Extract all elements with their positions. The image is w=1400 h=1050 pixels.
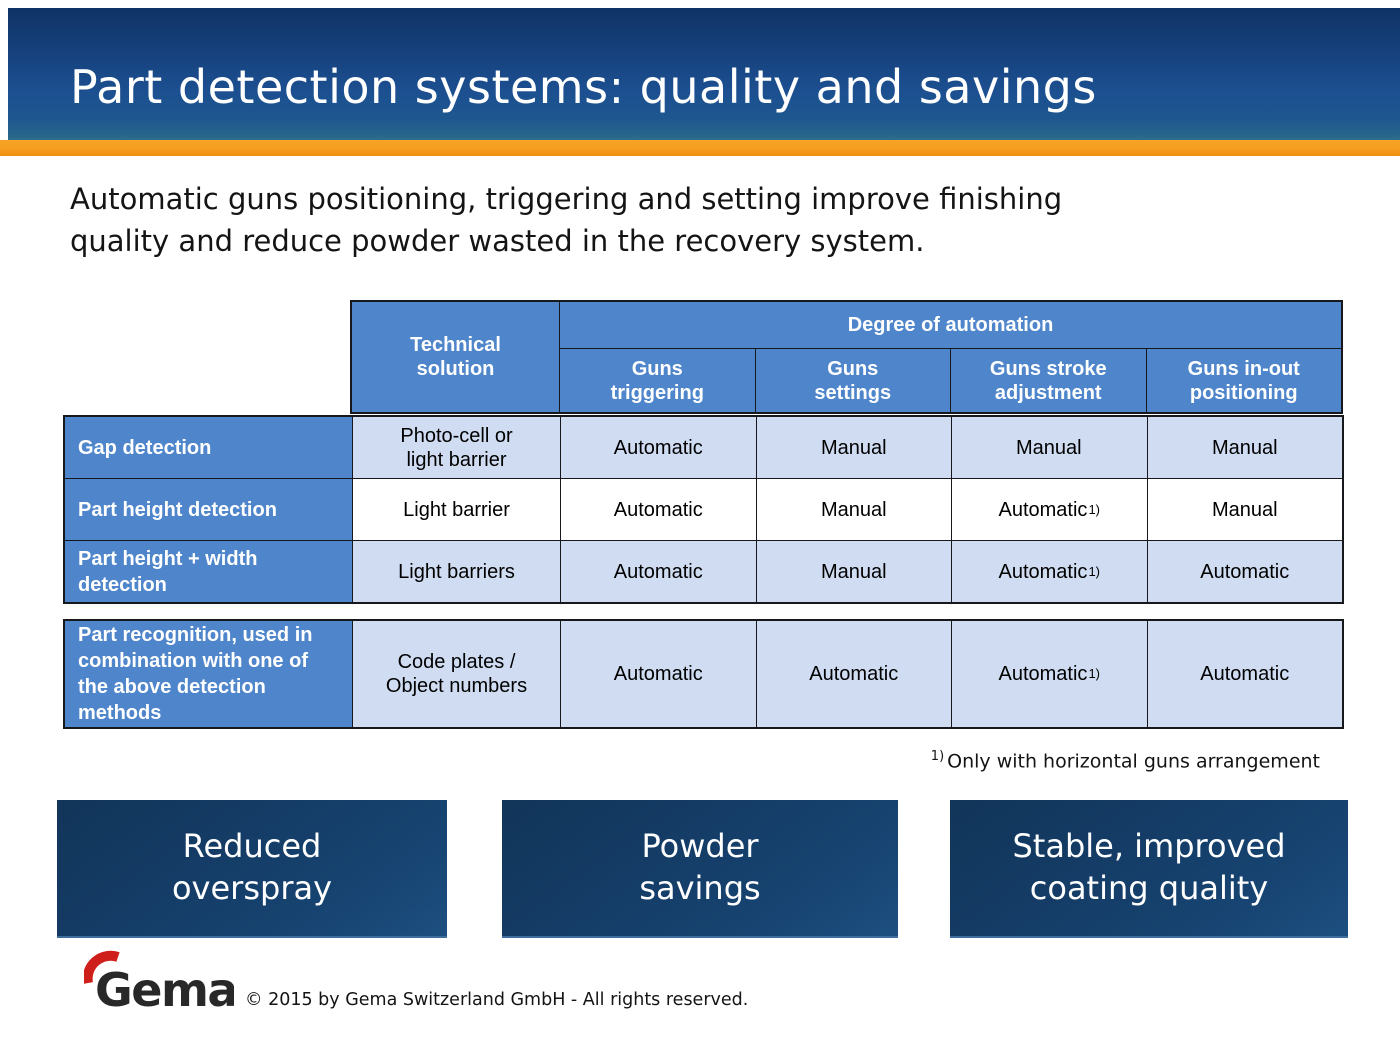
logo-text: Gema [95, 963, 234, 1014]
table-cell: Automatic [561, 541, 756, 602]
table-cell: Automatic [561, 417, 756, 478]
table-cell: Manual [1147, 479, 1342, 540]
footnote-marker: 1) [930, 749, 945, 764]
table-body: Gap detection Photo-cell or light barrie… [63, 415, 1344, 604]
table-header: Technical solution Degree of automation … [350, 300, 1343, 414]
cell-value: Automatic [998, 560, 1088, 583]
column-group-header-degree-of-automation: Degree of automation [560, 302, 1341, 348]
row-label-part-height-width-detection: Part height + width detection [65, 541, 352, 602]
column-header-guns-settings: Guns settings [755, 349, 950, 412]
table-cell: Automatic [561, 479, 756, 540]
column-header-technical-solution: Technical solution [352, 302, 559, 412]
orange-accent-bar [0, 140, 1400, 156]
intro-text: Automatic guns positioning, triggering a… [70, 182, 1063, 259]
table-cell: Light barrier [353, 479, 560, 540]
table-cell: Manual [756, 479, 951, 540]
benefit-box-coating-quality: Stable, improved coating quality [950, 800, 1348, 938]
header-band: Part detection systems: quality and savi… [8, 8, 1400, 140]
cell-value: Automatic [998, 663, 1088, 685]
table-cell: Manual [756, 541, 951, 602]
footnote-text: Only with horizontal guns arrangement [947, 750, 1320, 773]
table-cell: Automatic [1147, 621, 1342, 727]
table-cell: Automatic [756, 621, 951, 727]
row-label-part-recognition: Part recognition, used in combination wi… [65, 621, 352, 727]
copyright-text: © 2015 by Gema Switzerland GmbH - All ri… [245, 990, 749, 1010]
column-header-guns-stroke-adjustment: Guns stroke adjustment [951, 349, 1146, 412]
table-cell: Light barriers [353, 541, 560, 602]
cell-value: Manual [1015, 436, 1082, 459]
row-label-part-height-detection: Part height detection [65, 479, 352, 540]
cell-value: Automatic [998, 498, 1088, 521]
table-cell: Manual [1147, 417, 1342, 478]
table-cell: Automatic [1147, 541, 1342, 602]
table-cell: Automatic [561, 621, 756, 727]
table-cell: Manual [756, 417, 951, 478]
page-title: Part detection systems: quality and savi… [70, 60, 1097, 114]
benefit-box-reduced-overspray: Reduced overspray [57, 800, 447, 938]
table-row-part-recognition: Part recognition, used in combination wi… [63, 619, 1344, 729]
row-label-gap-detection: Gap detection [65, 417, 352, 478]
column-header-guns-triggering: Guns triggering [560, 349, 755, 412]
table-cell: Code plates / Object numbers [353, 621, 560, 727]
logo-red-arc [82, 950, 120, 984]
footnote: 1)Only with horizontal guns arrangement [931, 749, 1320, 772]
column-header-guns-in-out-positioning: Guns in-out positioning [1146, 349, 1341, 412]
table-cell: Manual [952, 417, 1147, 478]
gema-logo-graphic: Gema [82, 950, 238, 1017]
gema-logo: Gema [82, 950, 238, 1018]
table-cell: Photo-cell or light barrier [353, 417, 560, 478]
benefit-box-powder-savings: Powder savings [502, 800, 898, 938]
